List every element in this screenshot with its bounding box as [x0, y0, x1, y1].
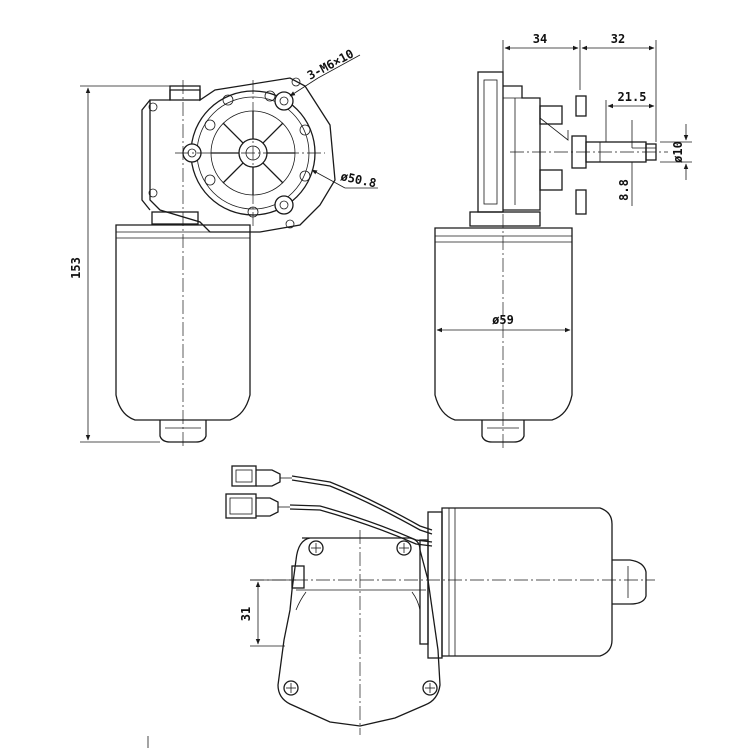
front-mounting-holes: [182, 77, 301, 229]
connector-lower: [225, 493, 290, 519]
top-view: 31: [147, 465, 655, 748]
side-mount-plate: [477, 71, 504, 213]
front-left-flange: [141, 99, 151, 211]
shaft-length-label: 21.5: [618, 90, 647, 104]
front-gearbox-casing: [149, 77, 336, 233]
thread-callout-label: 3-M6×10: [305, 47, 356, 83]
bolt-circle-label: ø50.8: [339, 169, 377, 190]
wire-lower: [289, 504, 433, 543]
side-gearbox-body: [503, 85, 541, 211]
depth-32-label: 32: [611, 32, 625, 46]
side-motor-body: [434, 227, 573, 421]
depth-34-label: 34: [533, 32, 547, 46]
overall-height-label: 153: [69, 257, 83, 279]
connector-upper: [231, 465, 292, 487]
wire-upper: [291, 475, 433, 531]
front-motor-body: [115, 224, 251, 421]
flat-depth-label: 8.8: [617, 179, 631, 201]
side-view: 34 32 21.5 ø10 8.8 ø59: [434, 32, 692, 448]
motor-dia-label: ø59: [492, 313, 514, 327]
top-motor-body: [441, 507, 613, 657]
offset-31-label: 31: [239, 607, 253, 621]
front-view: 153 3-M6×10 ø50.8: [69, 47, 378, 448]
top-screws: [283, 540, 438, 696]
shaft-dia-label: ø10: [671, 141, 685, 163]
